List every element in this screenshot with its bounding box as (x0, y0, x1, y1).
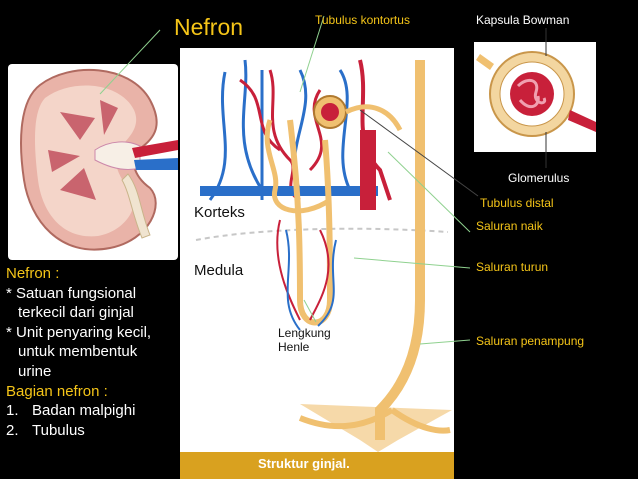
label-kapsula-bowman: Kapsula Bowman (476, 13, 570, 27)
label-lengkung-henle-2: Henle (278, 340, 310, 354)
notes-point1-line2: terkecil dari ginjal (18, 304, 134, 322)
label-saluran-penampung: Saluran penampung (476, 334, 585, 348)
label-lengkung-henle-1: Lengkung (278, 326, 331, 340)
label-saluran-turun: Saluran turun (476, 260, 549, 274)
bowman-capsule-illustration (476, 51, 596, 137)
notes-subheading: Bagian nefron : (6, 382, 108, 400)
kidney-illustration (20, 68, 178, 251)
label-saluran-naik: Saluran naik (476, 219, 543, 233)
notes-point2-line3: urine (18, 362, 52, 380)
pointer-lines (299, 15, 547, 345)
page-title: Nefron (174, 14, 244, 40)
notes-heading: Nefron : (6, 265, 60, 282)
label-tubulus-distal: Tubulus distal (480, 196, 554, 210)
label-korteks: Korteks (194, 204, 245, 221)
notes-point1-line1: * Satuan fungsional (6, 284, 137, 302)
nephron-notes: Nefron : * Satuan fungsional terkecil da… (6, 264, 192, 440)
label-glomerulus: Glomerulus (508, 171, 570, 185)
label-tubulus-kontortus: Tubulus kontortus (315, 13, 410, 27)
caption-bar (180, 452, 454, 479)
caption-text: Struktur ginjal. (258, 456, 350, 471)
notes-point2-line2: untuk membentuk (18, 343, 138, 361)
label-medula: Medula (194, 262, 244, 279)
nephron-illustration (195, 59, 452, 452)
list-item: 1.Badan malpighi (6, 402, 136, 420)
list-item: 2.Tubulus (6, 421, 85, 439)
notes-point2-line1: * Unit penyaring kecil, (6, 323, 152, 341)
